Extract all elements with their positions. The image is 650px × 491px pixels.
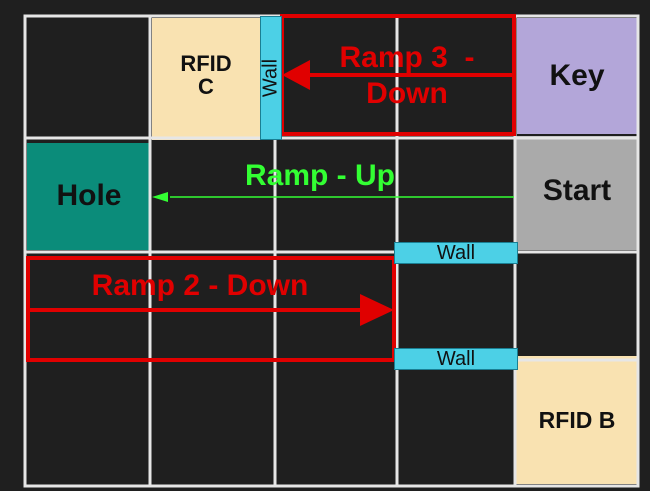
- ramp3-arrow-head: [282, 60, 310, 90]
- rfid-b-label: RFID B: [538, 407, 616, 433]
- ramp2-arrow-head: [360, 294, 394, 326]
- start-label: Start: [542, 174, 612, 207]
- upper-wall-label: Wall: [436, 242, 476, 264]
- rfid-c-tile: [152, 18, 260, 140]
- key-label: Key: [549, 59, 605, 92]
- ramp-up-arrow-head: [152, 192, 168, 202]
- ramp3-label: Ramp 3 - Down: [339, 41, 475, 110]
- hole-tile: [27, 143, 151, 250]
- upper-wall: Wall: [394, 242, 518, 264]
- rfid-b-tile: [516, 356, 638, 484]
- hole-label: Hole: [56, 179, 122, 212]
- vertical-wall: Wall: [260, 16, 282, 140]
- lower-wall: Wall: [394, 348, 518, 370]
- start-tile: [516, 136, 638, 250]
- rfid-c-label: RFID C: [180, 51, 232, 100]
- ramp-up-label: Ramp - Up: [245, 159, 395, 192]
- lower-wall-label: Wall: [436, 348, 476, 370]
- vertical-wall-label: Wall: [259, 58, 282, 98]
- key-tile: [517, 18, 637, 134]
- ramp2-label: Ramp 2 - Down: [91, 269, 309, 302]
